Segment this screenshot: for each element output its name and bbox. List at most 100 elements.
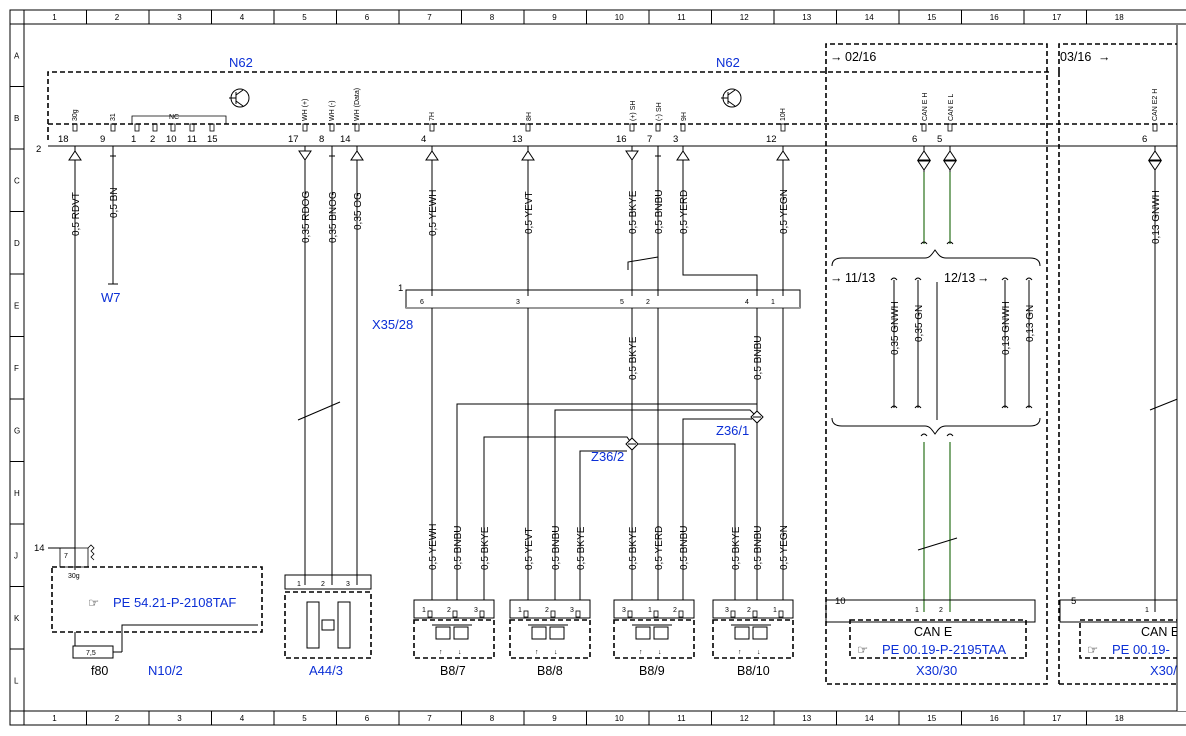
bus-number: 2 <box>36 144 41 155</box>
grid-col-label: 7 <box>427 13 432 22</box>
pin-number: 4 <box>745 299 749 306</box>
pin-number: 10 <box>166 134 177 145</box>
page-ref-02-16: 02/16 <box>845 50 876 64</box>
wire-label: 0,5 BKYE <box>628 526 639 570</box>
arrow-down-icon <box>625 150 639 161</box>
wire-label: 0,5 YEWH <box>428 190 439 237</box>
arrow-down-icon: ↓ <box>757 649 761 656</box>
x30-30-housing <box>849 619 1027 659</box>
bidirectional-arrow-icon <box>943 160 957 171</box>
pin-number: 14 <box>34 543 45 554</box>
grid-row-label: K <box>14 614 20 623</box>
page-ref-03-16: 03/16 <box>1060 50 1091 64</box>
pin-label: 8H <box>526 112 533 121</box>
pin-number: 1 <box>131 134 136 145</box>
wire-label: 0,5 BNBU <box>753 336 764 380</box>
grid-row-label: F <box>14 364 19 373</box>
b8-10-label: B8/10 <box>737 664 770 678</box>
n10-2-housing <box>51 566 263 633</box>
pin-number: 12 <box>766 134 777 145</box>
grid-col-label: 16 <box>990 714 999 723</box>
sensor-housing <box>613 619 695 659</box>
wire-label: 0,5 BKYE <box>628 190 639 234</box>
wire-label: 0,5 YERD <box>654 526 665 570</box>
page-ref-11-13: 11/13 <box>845 271 875 285</box>
nc-label: NC <box>169 114 179 121</box>
pin-number: 3 <box>673 134 678 145</box>
pin-number: 5 <box>1071 596 1076 607</box>
grid-row-label: E <box>14 301 19 310</box>
pin-label: WH (-) <box>329 100 336 121</box>
grid-col-label: 10 <box>615 13 624 22</box>
pin-number: 3 <box>570 607 574 614</box>
pin-number: 6 <box>912 134 917 145</box>
pin-number: 18 <box>58 134 69 145</box>
arrow-down-icon <box>298 150 312 161</box>
grid-col-label: 9 <box>552 13 557 22</box>
a44-3-label: A44/3 <box>309 663 343 678</box>
signal-arrows <box>68 146 1162 172</box>
wire-label: 0,35 OG <box>353 192 364 230</box>
pin-number: 6 <box>1142 134 1147 145</box>
wire-label: 0,5 RDVT <box>71 192 82 236</box>
transistor-icon <box>721 88 742 108</box>
grid-row-label: J <box>14 551 18 560</box>
n62-housing <box>47 71 1049 140</box>
page-ref-arrow: → <box>830 271 843 285</box>
pin-number: 3 <box>474 607 478 614</box>
fuse-value: 7,5 <box>86 650 96 657</box>
page-ref-arrow: → <box>977 271 990 285</box>
n10-2-label: N10/2 <box>148 663 183 678</box>
pin-number: 15 <box>207 134 218 145</box>
pin-label: 10H <box>780 108 787 121</box>
arrow-up-icon: ↑ <box>439 649 443 656</box>
sensor-connector <box>509 599 591 619</box>
pin-number: 3 <box>516 299 520 306</box>
wire-label: 0,5 YEVT <box>524 527 535 570</box>
grid-col-label: 3 <box>177 714 182 723</box>
wire-label: 0,5 BKYE <box>731 526 742 570</box>
n62-label-left: N62 <box>229 55 253 70</box>
grid-row-label: L <box>14 676 19 685</box>
grid-col-label: 15 <box>927 13 936 22</box>
pin-number: 10 <box>835 596 846 607</box>
z36-1-label: Z36/1 <box>716 423 749 438</box>
wire-label: 0,13 GN <box>1025 305 1036 342</box>
manual-ref-icon: ☞ <box>857 643 868 657</box>
grid-col-label: 2 <box>115 13 120 22</box>
grid-col-label: 1 <box>52 13 57 22</box>
grid-col-label: 11 <box>677 13 686 22</box>
wire-label: 0,5 BN <box>109 187 120 218</box>
arrow-up-icon <box>676 150 690 161</box>
pin-number: 7 <box>64 553 68 560</box>
pin-number: 4 <box>421 134 426 145</box>
pin-number: 2 <box>673 607 677 614</box>
pin-number: 1 <box>773 607 777 614</box>
pin-label: 31 <box>110 113 117 121</box>
sensor-housing <box>509 619 591 659</box>
wire-label: 0,5 BKYE <box>576 526 587 570</box>
pin-label: CAN E2 H <box>1152 89 1159 121</box>
grid-row-label: C <box>14 176 20 185</box>
sensor-element-icon <box>752 626 768 640</box>
sensor-connector <box>613 599 695 619</box>
pin-number: 1 <box>398 283 403 294</box>
pin-number: 6 <box>420 299 424 306</box>
grid-col-label: 5 <box>302 714 307 723</box>
pin-label: 9H <box>681 112 688 121</box>
pin-number: 1 <box>1145 607 1149 614</box>
sensor-element-icon <box>734 626 750 640</box>
bidirectional-arrow-icon <box>943 150 957 161</box>
grid-col-label: 13 <box>802 13 811 22</box>
grid-col-label: 18 <box>1115 714 1124 723</box>
pe-ref-n10: PE 54.21-P-2108TAF <box>113 595 236 610</box>
wire-label: 0,5 BNBU <box>453 526 464 570</box>
manual-ref-icon: ☞ <box>1087 643 1098 657</box>
grid-col-label: 10 <box>615 714 624 723</box>
arrow-down-icon: ↓ <box>458 649 462 656</box>
b8-9-label: B8/9 <box>639 664 665 678</box>
grid-col-label: 13 <box>802 714 811 723</box>
wire-label: 0,5 YEGN <box>779 189 790 234</box>
pin-number: 2 <box>545 607 549 614</box>
